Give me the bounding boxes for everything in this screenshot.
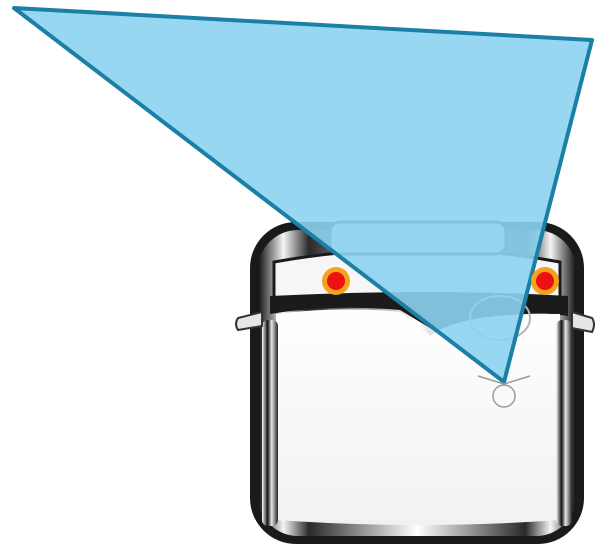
right-side-mirror [571, 310, 595, 334]
driver-eye-icon [477, 375, 531, 408]
view-cone [12, 6, 594, 384]
right-side-strip [556, 320, 572, 526]
vehicle-roof [276, 309, 560, 525]
left-mirror-marker [322, 267, 350, 295]
right-mirror-marker [531, 267, 559, 295]
left-side-strip [262, 320, 278, 526]
left-side-mirror [235, 310, 263, 332]
